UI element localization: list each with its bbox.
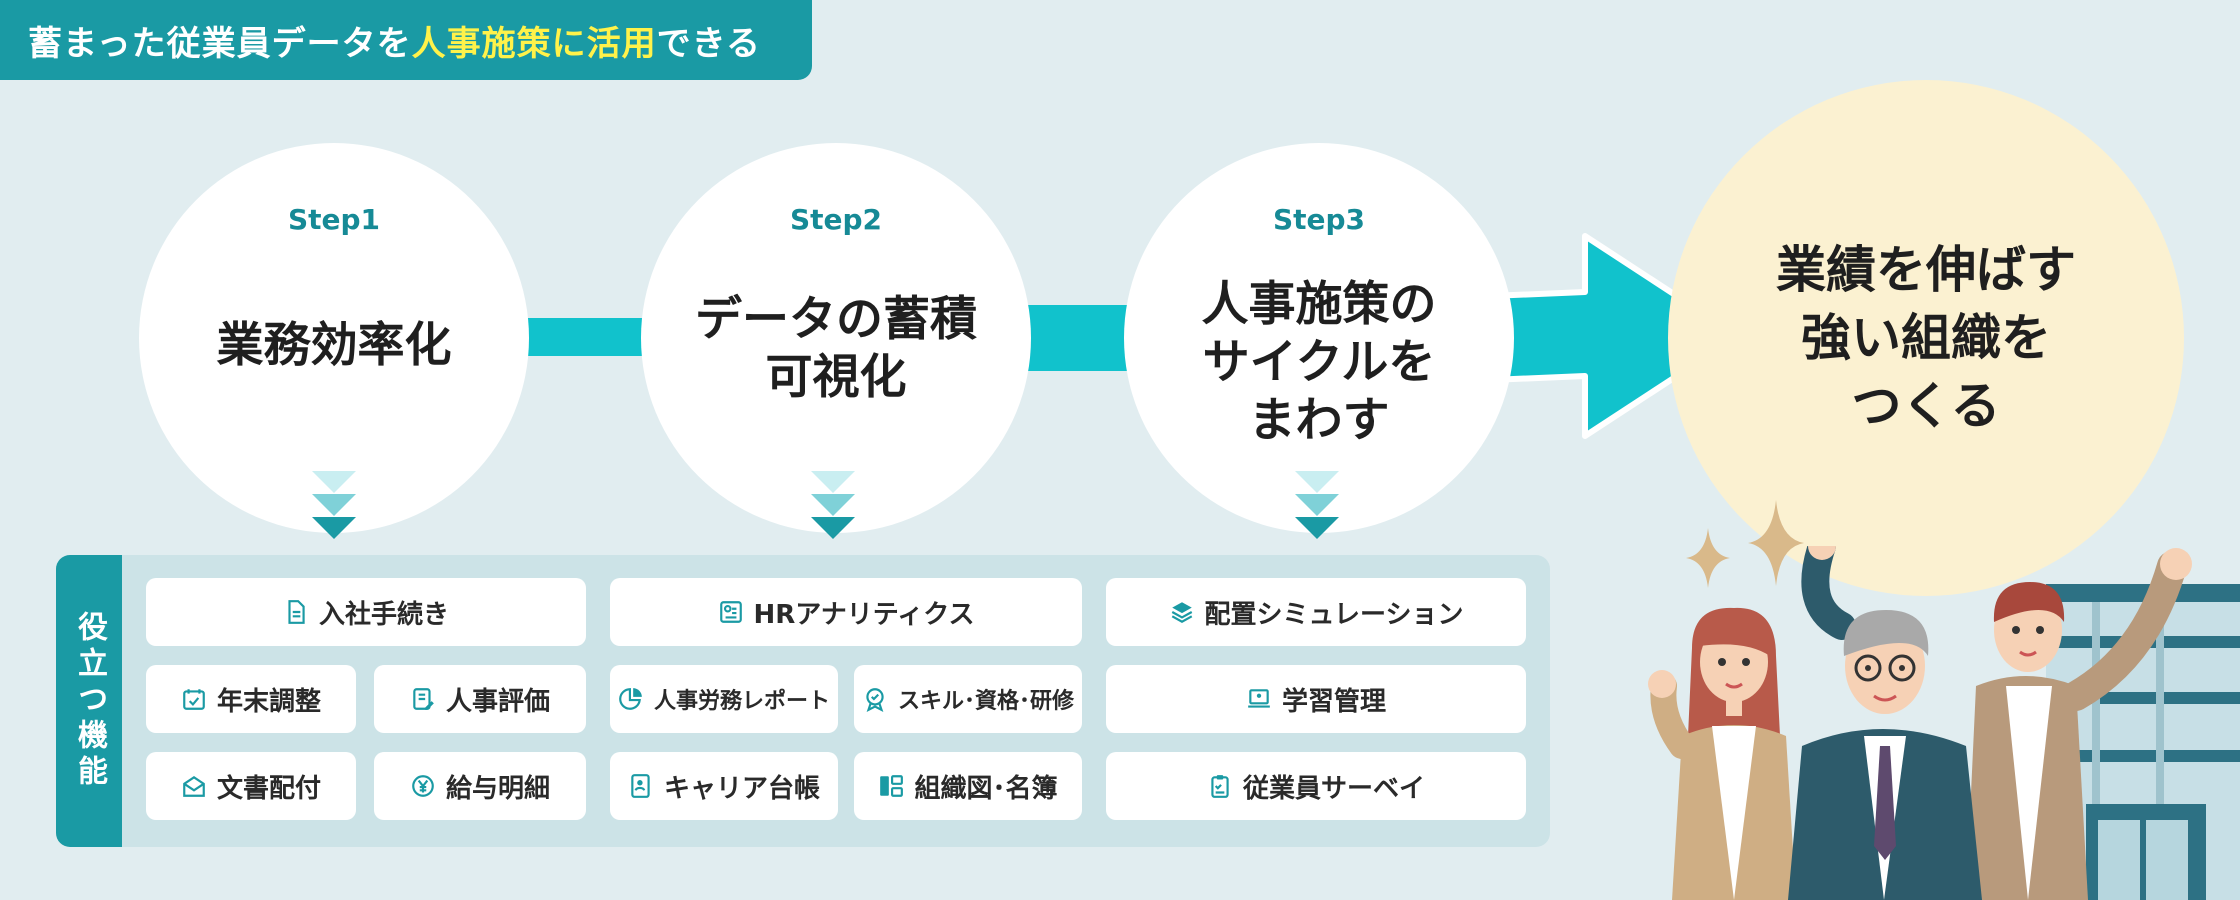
feature-label: 人事労務レポート [653, 689, 830, 714]
feature-label: 配置シミュレーション [1204, 599, 1464, 630]
feature-placement-simulation[interactable]: 配置シミュレーション [1106, 578, 1526, 646]
step3-label: Step3 [1272, 203, 1366, 236]
header-prefix: 蓄まった従業員データを [28, 23, 412, 64]
feature-hr-report[interactable]: 人事労務レポート [610, 665, 838, 733]
step2-circle: Step2 データの蓄積 可視化 [641, 143, 1031, 533]
young-man-illustration [1966, 548, 2192, 900]
feature-label: 給与明細 [445, 773, 550, 804]
header-suffix: できる [656, 23, 761, 64]
step2-title: データの蓄積 可視化 [695, 292, 977, 405]
feature-learning-management[interactable]: 学習管理 [1106, 665, 1526, 733]
step1-label: Step1 [287, 203, 381, 236]
feature-org-chart[interactable]: 組織図･名簿 [854, 752, 1082, 820]
shuffle-stack-icon [1171, 602, 1192, 623]
feature-career-ledger[interactable]: キャリア台帳 [610, 752, 838, 820]
sparkle-icon [1748, 500, 1804, 586]
step2-down-arrows [811, 471, 855, 539]
step1-circle: Step1 業務効率化 [139, 143, 529, 533]
feature-label: 人事評価 [445, 686, 550, 717]
feature-label: 組織図･名簿 [914, 773, 1058, 804]
feature-label: 文書配付 [216, 773, 321, 804]
yen-wallet-icon [412, 775, 434, 797]
header-banner: 蓄まった従業員データを人事施策に活用できる [0, 0, 812, 80]
badge-icon [866, 688, 884, 712]
pie-chart-icon [619, 688, 642, 710]
survey-icon [1211, 775, 1229, 798]
woman-illustration [1648, 607, 1796, 900]
header-highlight: 人事施策に活用 [411, 23, 657, 64]
feature-year-end-adjustment[interactable]: 年末調整 [146, 665, 356, 733]
feature-label: 従業員サーベイ [1242, 773, 1425, 804]
features-side-label-box: 役立つ機能 [56, 555, 122, 847]
feature-label: HRアナリティクス [753, 599, 975, 630]
feature-label: キャリア台帳 [663, 773, 820, 804]
org-chart-icon [880, 775, 904, 797]
feature-employee-survey[interactable]: 従業員サーベイ [1106, 752, 1526, 820]
features-side-label: 役立つ機能 [72, 611, 107, 791]
feature-payslip[interactable]: 給与明細 [374, 752, 586, 820]
step3-title: 人事施策の サイクルを まわす [1201, 277, 1437, 448]
document-icon [288, 600, 305, 624]
step1-down-arrows [312, 471, 356, 539]
step3-down-arrows [1295, 471, 1339, 539]
step3-circle: Step3 人事施策の サイクルを まわす [1124, 143, 1514, 533]
goal-circle: 業績を伸ばす 強い組織を つくる [1668, 80, 2184, 596]
step2-label: Step2 [789, 203, 883, 236]
profile-book-icon [631, 774, 650, 798]
feature-document-distribution[interactable]: 文書配付 [146, 752, 356, 820]
feature-label: 入社手続き [318, 599, 449, 630]
feature-skills[interactable]: スキル･資格･研修 [854, 665, 1082, 733]
feature-personnel-evaluation[interactable]: 人事評価 [374, 665, 586, 733]
goal-title: 業績を伸ばす 強い組織を つくる [1776, 241, 2076, 435]
feature-hr-analytics[interactable]: HRアナリティクス [610, 578, 1082, 646]
laptop-icon [1248, 689, 1270, 708]
older-man-illustration [1788, 546, 1982, 900]
feature-onboarding[interactable]: 入社手続き [146, 578, 586, 646]
envelope-icon [183, 776, 205, 797]
feature-label: スキル･資格･研修 [897, 689, 1074, 714]
analytics-icon [719, 601, 742, 623]
sparkle-icon [1686, 528, 1730, 588]
calendar-check-icon [183, 689, 205, 710]
step1-title: 業務効率化 [216, 318, 452, 373]
feature-label: 学習管理 [1281, 686, 1386, 717]
feature-label: 年末調整 [216, 686, 321, 717]
clipboard-edit-icon [413, 688, 434, 710]
